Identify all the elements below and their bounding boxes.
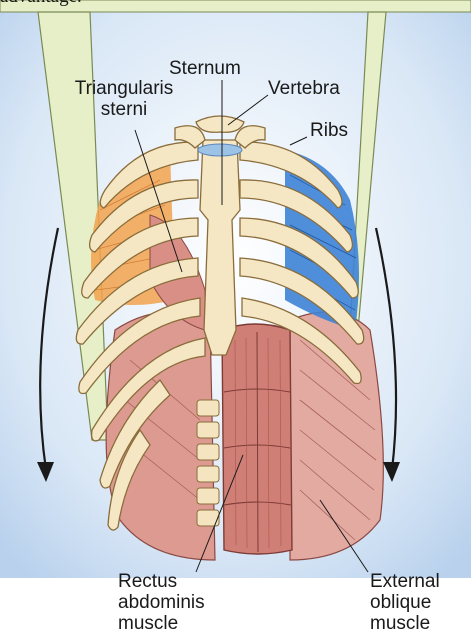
rectus-abdominis bbox=[221, 323, 293, 555]
rectus-line-1: Rectus bbox=[118, 571, 178, 592]
motion-arrows bbox=[37, 227, 400, 482]
label-vertebra: Vertebra bbox=[268, 78, 340, 99]
external-line-1: External bbox=[370, 571, 440, 592]
rib-cage bbox=[75, 125, 365, 531]
caption-fragment: advantage. bbox=[0, 0, 82, 8]
triangularis-line-1: Triangularis bbox=[74, 78, 174, 99]
abdominal-muscles bbox=[105, 311, 384, 561]
vertebra-bone bbox=[195, 115, 245, 157]
label-triangularis-sterni: Triangularis sterni bbox=[64, 78, 184, 120]
label-rectus-abdominis: Rectus abdominis muscle bbox=[118, 571, 205, 631]
rectus-line-2: abdominis bbox=[118, 592, 205, 613]
right-down-arrow bbox=[374, 227, 398, 471]
external-line-2: oblique bbox=[370, 592, 432, 613]
vertebral-column bbox=[196, 399, 220, 527]
left-down-arrow bbox=[39, 227, 60, 471]
external-line-3: muscle bbox=[370, 613, 431, 631]
rectus-line-3: muscle bbox=[118, 613, 179, 631]
sternum-bone bbox=[199, 139, 241, 356]
label-external-oblique: External oblique muscle bbox=[370, 571, 440, 631]
leader-lines bbox=[134, 80, 369, 573]
triangularis-line-2: sterni bbox=[100, 99, 148, 120]
label-sternum: Sternum bbox=[169, 58, 241, 79]
label-ribs: Ribs bbox=[310, 120, 349, 141]
